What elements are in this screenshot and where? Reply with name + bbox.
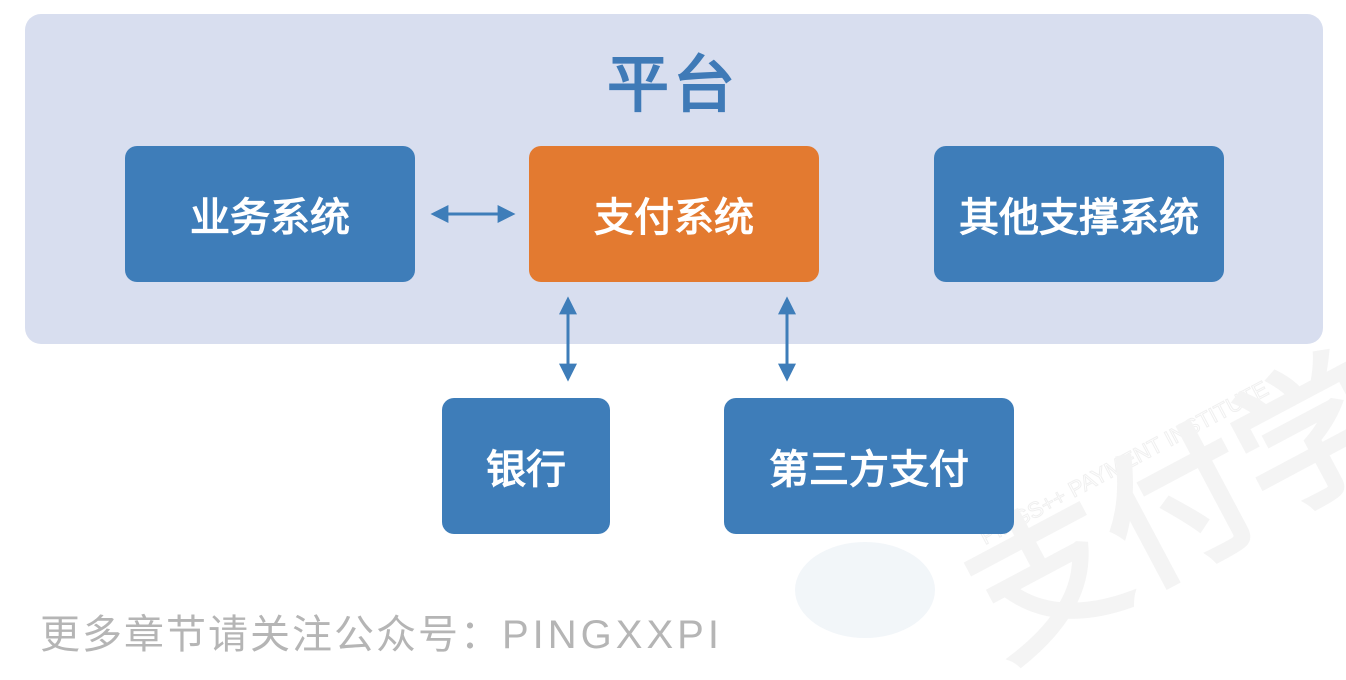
footer-note: 更多章节请关注公众号：PINGXXPI: [40, 602, 723, 660]
payment-system-node: 支付系统: [529, 146, 819, 282]
third-party-payment-node: 第三方支付: [724, 398, 1014, 534]
other-support-system-node: 其他支撑系统: [934, 146, 1224, 282]
footer-account: PINGXXPI: [502, 613, 723, 657]
bank-node: 银行: [442, 398, 610, 534]
footer-prompt: 更多章节请关注公众号：: [40, 612, 502, 658]
business-system-node: 业务系统: [125, 146, 415, 282]
platform-title: 平台: [606, 48, 739, 121]
